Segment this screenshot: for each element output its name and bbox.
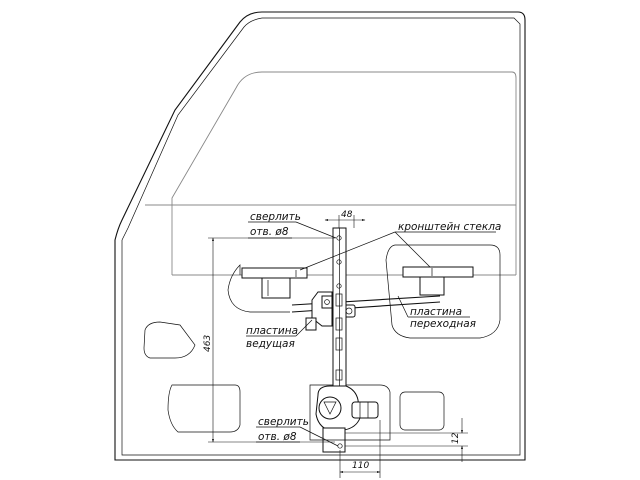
- drill-top-label-line2: отв. ø8: [250, 226, 289, 238]
- inner-panel-cutouts: [143, 244, 501, 441]
- drill-bottom-label-line2: отв. ø8: [258, 431, 297, 443]
- regulator-rail: [332, 227, 347, 401]
- adapter-label-line1: пластина: [410, 306, 462, 318]
- dimension-463-label: 463: [203, 335, 213, 352]
- bracket-label: кронштейн стекла: [398, 221, 501, 233]
- door-outline: [114, 11, 526, 461]
- drive-callout: [246, 319, 313, 337]
- window-opening: [145, 71, 517, 276]
- drive-label-line2: ведущая: [246, 338, 295, 350]
- glass-bracket-right: [402, 266, 474, 296]
- adapter-callout: [397, 295, 470, 318]
- motor-unit: [315, 385, 379, 453]
- glass-bracket-left: [241, 267, 308, 299]
- dimension-48: [324, 215, 366, 228]
- adapter-label-line2: переходная: [410, 318, 476, 330]
- bracket-callout: [299, 231, 496, 271]
- drill-bottom-label-line1: сверлить: [258, 416, 309, 428]
- dimension-48-label: 48: [341, 210, 353, 220]
- drill-bottom-callout: [256, 426, 339, 447]
- dimension-110-label: 110: [352, 461, 369, 471]
- drill-top-callout: [248, 221, 337, 239]
- drive-label-line1: пластина: [246, 325, 298, 337]
- dimension-110: [339, 420, 381, 478]
- dimension-12: [345, 418, 468, 462]
- drive-plate: [305, 291, 333, 331]
- drill-top-label-line1: сверлить: [250, 211, 301, 223]
- dimension-12-label: 12: [451, 432, 461, 444]
